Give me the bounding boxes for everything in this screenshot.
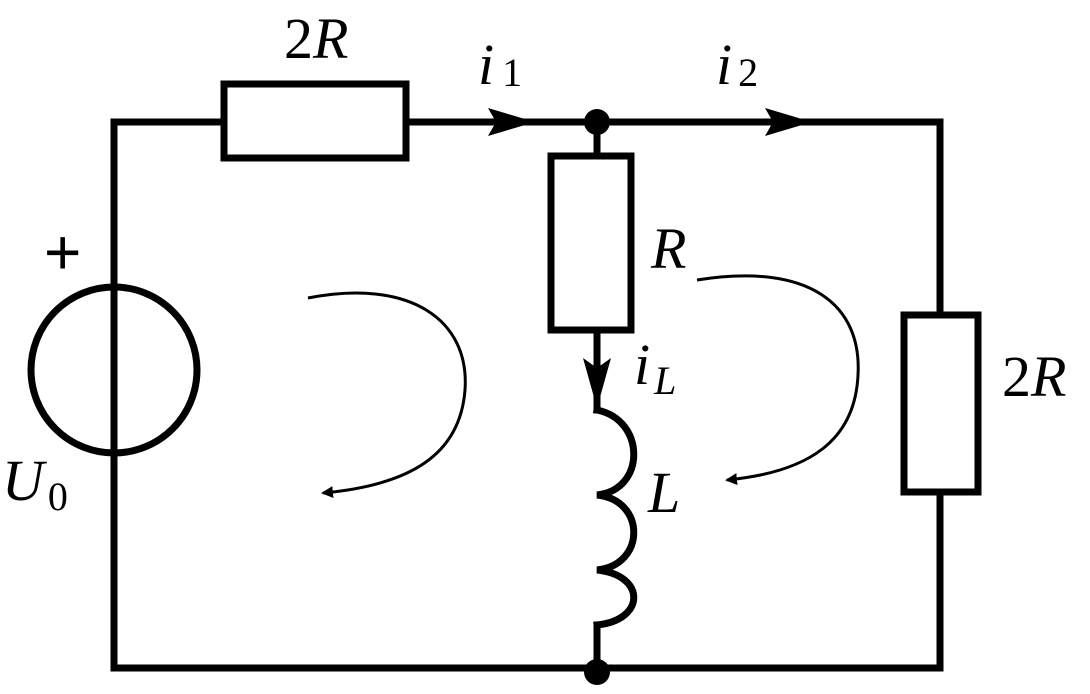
source-plus-sign: + bbox=[44, 216, 81, 288]
inductor-coil bbox=[592, 405, 638, 629]
inductor-current-symbol: i bbox=[634, 332, 650, 397]
current-i1-arrow bbox=[488, 108, 535, 136]
current-i2-symbol: i bbox=[716, 32, 732, 97]
right-mesh-loop-arrow bbox=[696, 274, 860, 486]
top-resistor-label: 2R bbox=[284, 6, 348, 71]
right-resistor-label: 2R bbox=[1002, 344, 1066, 409]
top-resistor-label-symbol: R bbox=[312, 6, 348, 71]
current-il-arrow bbox=[583, 358, 611, 408]
left-mesh-loop-arrow bbox=[307, 291, 467, 499]
inductor-current-subscript: L bbox=[653, 358, 676, 403]
right-resistor bbox=[900, 311, 982, 496]
top-resistor-label-number: 2 bbox=[284, 6, 313, 71]
current-i2-arrow bbox=[765, 108, 812, 136]
current-i1-subscript: 1 bbox=[502, 50, 522, 95]
current-i2-subscript: 2 bbox=[738, 50, 758, 95]
top-resistor bbox=[220, 80, 410, 162]
source-symbol: U bbox=[2, 448, 48, 513]
source-subscript: 0 bbox=[48, 474, 68, 519]
right-resistor-label-symbol: R bbox=[1030, 344, 1066, 409]
inductor-label: L bbox=[647, 460, 680, 525]
current-i1-symbol: i bbox=[478, 32, 494, 97]
voltage-source bbox=[27, 283, 201, 457]
middle-resistor bbox=[547, 152, 635, 334]
wires bbox=[110, 118, 944, 672]
top-junction-node bbox=[584, 109, 610, 135]
middle-resistor-label: R bbox=[650, 216, 686, 281]
right-resistor-label-number: 2 bbox=[1002, 344, 1031, 409]
bottom-junction-node bbox=[584, 659, 610, 685]
